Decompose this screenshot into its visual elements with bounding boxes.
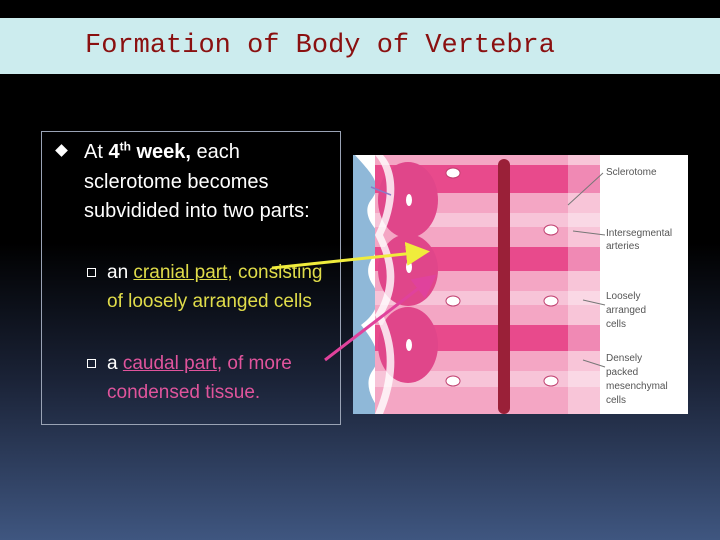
notochord: [498, 159, 510, 414]
leader-line: [572, 230, 606, 236]
label-arteries: arteries: [606, 241, 640, 252]
artery-dot: [543, 295, 559, 307]
label-densely: Densely: [606, 353, 643, 364]
sclerotome-illustration: [353, 155, 606, 414]
artery-dot: [445, 375, 461, 387]
sub-bullet-icon: [87, 268, 96, 277]
dermomyotome-edge: [353, 155, 388, 414]
title-bar: Formation of Body of Vertebra: [0, 18, 720, 74]
label-mesenchymal: mesenchymal: [606, 381, 668, 392]
caudal-part-link: caudal part: [122, 353, 217, 374]
week-label: week,: [130, 141, 191, 163]
label-cells-dense: cells: [606, 395, 627, 406]
label-intersegmental: Intersegmental: [606, 228, 673, 239]
label-cells: cells: [606, 319, 627, 330]
artery-dot: [543, 375, 559, 387]
item-caudal: a caudal part, of more condensed tissue.: [107, 353, 292, 403]
slide-title: Formation of Body of Vertebra: [85, 31, 555, 61]
label-packed: packed: [606, 367, 639, 378]
week-suffix: th: [119, 139, 131, 154]
yellow-arrow: [271, 241, 430, 270]
artery-dot: [445, 295, 461, 307]
label-loosely: Loosely: [606, 291, 641, 302]
text-box: [41, 131, 341, 425]
leader-line: [582, 299, 606, 306]
leader-line: [582, 359, 606, 368]
week-number: 4: [108, 141, 120, 163]
artery-dot: [445, 167, 461, 179]
leader-line: [567, 172, 604, 206]
cranial-part-link: cranial part: [133, 262, 228, 283]
label-sclerotome: Sclerotome: [606, 167, 657, 178]
sub-bullet-icon: [87, 359, 96, 368]
artery-dot: [543, 224, 559, 236]
intro-paragraph: At 4th week, each sclerotome becomes sub…: [84, 139, 310, 222]
label-arranged: arranged: [606, 305, 647, 316]
item-cranial: an cranial part, consisting of loosely a…: [107, 262, 323, 312]
sclerotome-diagram: Sclerotome Intersegmental arteries Loose…: [353, 155, 688, 414]
pink-arrow: [324, 274, 437, 362]
